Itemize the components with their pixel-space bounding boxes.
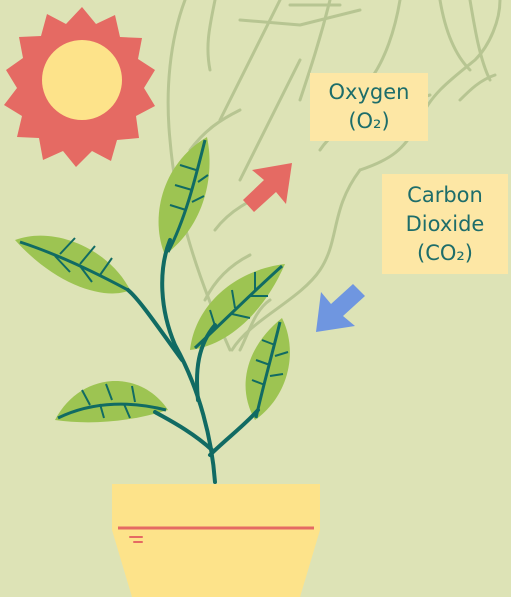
flower-pot-icon — [112, 484, 320, 597]
carbon-dioxide-label: Carbon Dioxide (CO₂) — [382, 174, 508, 274]
co2-label-line2: Dioxide — [406, 210, 485, 239]
co2-arrow-icon — [316, 284, 365, 332]
leaf — [159, 137, 210, 255]
plant-stem — [128, 240, 258, 482]
oxygen-label-line1: Oxygen — [329, 78, 410, 107]
oxygen-label-line2: (O₂) — [348, 107, 389, 136]
leaf — [246, 318, 290, 420]
plant-icon — [15, 137, 290, 482]
leaf — [15, 236, 130, 294]
oxygen-label: Oxygen (O₂) — [310, 73, 428, 141]
sun-icon — [4, 7, 155, 167]
leaf — [55, 381, 168, 422]
co2-label-line1: Carbon — [407, 181, 483, 210]
oxygen-arrow-icon — [243, 163, 292, 212]
co2-label-line3: (CO₂) — [417, 239, 473, 268]
